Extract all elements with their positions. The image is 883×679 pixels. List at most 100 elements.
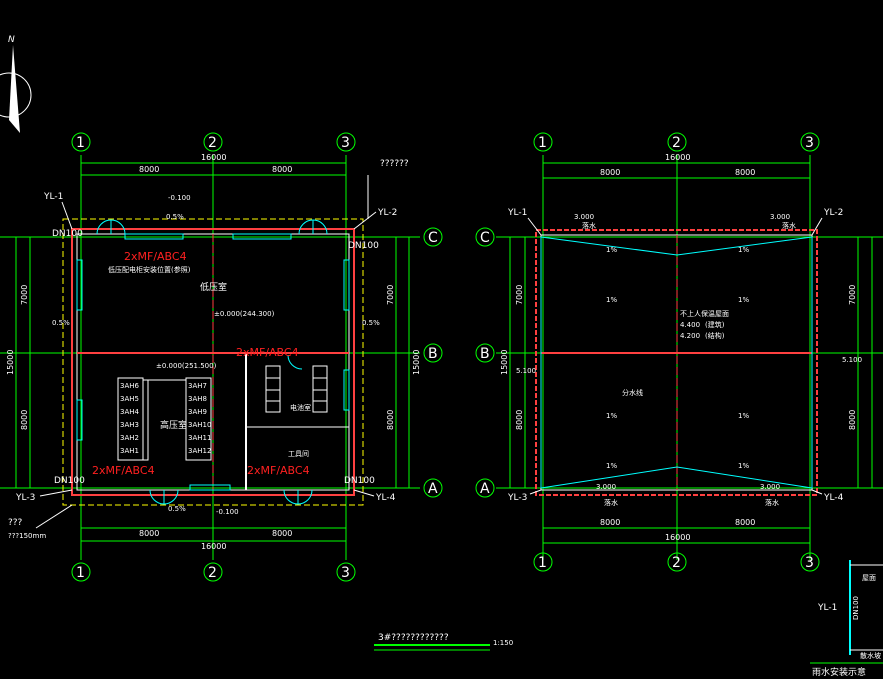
battery-racks — [265, 365, 328, 413]
roof-level-bot-2: 3.000 — [760, 483, 780, 491]
room-high: 高压室 — [160, 419, 187, 431]
pipe-yl2-right: YL-2 — [823, 208, 843, 218]
ext-4: 2xMF/ABC4 — [247, 464, 310, 477]
r-axis-2-bottom: 2 — [672, 555, 681, 571]
ext-3: 2xMF/ABC4 — [92, 464, 155, 477]
dim-depth-right: 15000 — [412, 350, 421, 375]
axis-3-top: 3 — [341, 135, 350, 151]
right-axis-bubbles — [475, 132, 820, 572]
roof-note: 不上人保温屋面 — [680, 309, 729, 318]
r-dim-row-left-2: 8000 — [515, 410, 524, 430]
cab-l-5: 3AH2 — [120, 434, 139, 442]
cab-r-5: 3AH11 — [188, 434, 211, 442]
cab-l-1: 3AH6 — [120, 382, 140, 390]
r-dim-bay-top-2: 8000 — [735, 168, 755, 177]
ext-1: 2xMF/ABC4 — [124, 250, 187, 263]
gutter-1: 落水 — [582, 221, 596, 230]
dn-1: DN100 — [52, 229, 83, 239]
pct-2: 1% — [738, 246, 749, 254]
r-axis-c: C — [480, 230, 490, 246]
pipe-yl2-left: YL-2 — [377, 208, 397, 218]
detail-tag: YL-1 — [817, 603, 837, 613]
dim-bay-bottom-1: 8000 — [139, 529, 159, 538]
room-high-level: ±0.000(251.500) — [156, 362, 217, 370]
dim-row-left-1: 7000 — [20, 285, 29, 305]
r-dim-bay-top-1: 8000 — [600, 168, 620, 177]
cabinets — [117, 377, 212, 461]
note-q: ??? — [8, 518, 23, 528]
detail-top: 屋面 — [862, 574, 876, 582]
pct-8: 1% — [738, 412, 749, 420]
detail-bottom: 散水坡 — [860, 651, 881, 660]
side-level-left: 5.100 — [516, 367, 536, 375]
dim-depth-left: 15000 — [6, 350, 15, 375]
r-axis-3-bottom: 3 — [805, 555, 814, 571]
pipe-yl3-left: YL-3 — [15, 493, 35, 503]
right-plan: 1 2 3 1 2 3 C B A 16000 8000 8000 8000 8… — [475, 132, 883, 572]
dim-bay-top-1: 8000 — [139, 165, 159, 174]
left-axis-bubbles — [71, 132, 443, 582]
left-apron — [62, 218, 364, 506]
dn-2: DN100 — [348, 241, 379, 251]
axis-1-bottom: 1 — [76, 565, 85, 581]
cab-r-3: 3AH9 — [188, 408, 207, 416]
drawing-title: 3#???????????? — [378, 633, 449, 643]
r-dim-total-top: 16000 — [665, 153, 690, 162]
dim-row-left-2: 8000 — [20, 410, 29, 430]
axis-1-top: 1 — [76, 135, 85, 151]
north-label: N — [8, 35, 15, 45]
pipe-leaders-left — [35, 175, 377, 529]
equip-note: 低压配电柜安装位置(参照) — [108, 265, 191, 274]
ridge-label: 分水线 — [622, 388, 643, 397]
gutter-3: 落水 — [604, 498, 618, 507]
slope-bottom: 0.5% — [168, 505, 186, 513]
r-axis-1-bottom: 1 — [538, 555, 547, 571]
pipe-yl3-right: YL-3 — [507, 493, 527, 503]
drawing-scale: 1:150 — [493, 639, 513, 647]
axis-b: B — [428, 346, 438, 362]
pct-4: 1% — [738, 462, 749, 470]
cab-r-6: 3AH12 — [188, 447, 211, 455]
slope-left: 0.5% — [52, 319, 70, 327]
pipe-yl4-right: YL-4 — [823, 493, 844, 503]
dim-row-right-1: 7000 — [386, 285, 395, 305]
pipe-leaders-right — [527, 217, 823, 495]
pct-1: 1% — [606, 246, 617, 254]
r-dim-row-right-2: 8000 — [848, 410, 857, 430]
left-windows — [76, 233, 350, 491]
axis-2-top: 2 — [208, 135, 217, 151]
note-depth: ???150mm — [8, 532, 46, 540]
r-axis-a: A — [480, 481, 490, 497]
pipe-yl1-right: YL-1 — [507, 208, 527, 218]
dim-row-right-2: 8000 — [386, 410, 395, 430]
cab-r-1: 3AH7 — [188, 382, 207, 390]
dim-total-bottom: 16000 — [201, 542, 226, 551]
cab-l-2: 3AH5 — [120, 395, 139, 403]
slope-right: 0.5% — [362, 319, 380, 327]
r-axis-1-top: 1 — [538, 135, 547, 151]
ext-2: 2xMF/ABC4 — [236, 346, 299, 359]
north-circle — [0, 72, 32, 118]
r-dim-row-left-1: 7000 — [515, 285, 524, 305]
left-doors — [96, 219, 328, 505]
left-outer-wall — [71, 228, 355, 496]
gutter-4: 落水 — [765, 498, 779, 507]
cab-r-4: 3AH10 — [188, 421, 211, 429]
r-axis-3-top: 3 — [805, 135, 814, 151]
slope-top: 0.5% — [166, 213, 184, 221]
r-axis-b: B — [480, 346, 490, 362]
cab-l-6: 3AH1 — [120, 447, 139, 455]
r-dim-total-bottom: 16000 — [665, 533, 690, 542]
room-tool: 工具间 — [288, 450, 309, 458]
left-plan: 1 2 3 1 2 3 C B A 16000 8000 8000 8000 8… — [0, 132, 443, 582]
axis-3-bottom: 3 — [341, 565, 350, 581]
side-level-right: 5.100 — [842, 356, 862, 364]
r-dim-depth-left: 15000 — [500, 350, 509, 375]
roof-parapet — [535, 229, 818, 496]
pipe-yl4-left: YL-4 — [375, 493, 396, 503]
rain-pipe-detail: 屋面 YL-1 DN100 散水坡 雨水安装示意 — [810, 560, 883, 678]
north-arrow: N — [0, 35, 32, 133]
dim-bay-top-2: 8000 — [272, 165, 292, 174]
cab-r-2: 3AH8 — [188, 395, 207, 403]
r-dim-bay-bottom-2: 8000 — [735, 518, 755, 527]
